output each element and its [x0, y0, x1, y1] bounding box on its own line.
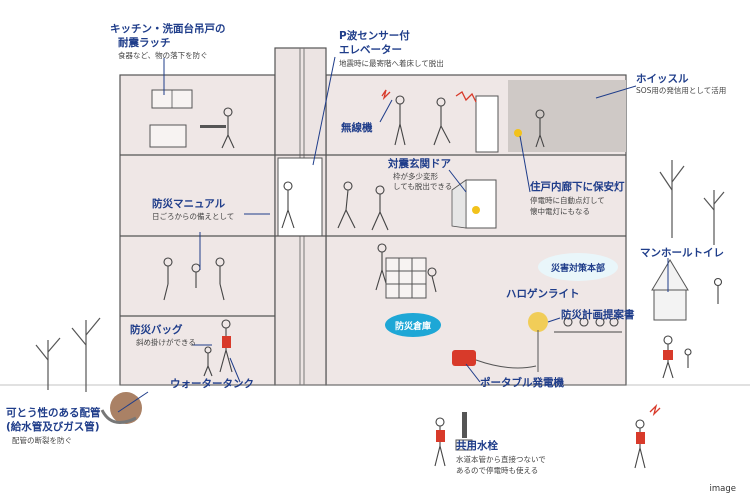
elevator-title-line2: エレベーター: [339, 44, 402, 56]
plan-title: 防災計画提案書: [561, 309, 635, 321]
corridor-light-note-line2: 懐中電灯にもなる: [530, 207, 590, 216]
seismic-door-title: 対震玄関ドア: [388, 158, 451, 170]
halogen-light-title: ハロゲンライト: [506, 288, 580, 300]
manhole-toilet-title: マンホールトイレ: [640, 247, 724, 259]
security-light-dot: [472, 206, 480, 214]
elevator-car: [277, 157, 323, 237]
hydrant-note-line2: あるので停電時も使える: [456, 466, 539, 475]
seismic-door-frame: [465, 179, 497, 229]
halogen-light-glow: [528, 312, 548, 332]
kitchen-latch-note: 食器など、物の落下を防ぐ: [118, 51, 208, 60]
flexible-pipe: [110, 392, 142, 424]
image-caption: image: [709, 484, 736, 494]
elevator-note: 地震時に最寄階へ着床して脱出: [339, 59, 444, 68]
hydrant-post: [462, 412, 467, 438]
bag-title: 防災バッグ: [130, 324, 183, 336]
manhole-toilet-tent: [651, 259, 689, 291]
dark-room: [508, 80, 626, 152]
storage-badge: 防災倉庫: [385, 313, 441, 337]
elevator-title-line1: P波センサー付: [339, 30, 410, 42]
whistle-note: SOS用の発信用として活用: [636, 86, 727, 95]
manual-note: 日ごろからの備えとして: [152, 212, 235, 221]
portable-generator: [452, 350, 476, 366]
hydrant-note-line1: 水道本管から直接つないで: [456, 455, 546, 464]
disaster-hq-label: 災害対策本部: [550, 263, 605, 274]
seismic-door-note-line1: 枠が多少変形: [393, 172, 438, 181]
kitchen-latch-title-line2: 耐震ラッチ: [118, 37, 171, 49]
storage-label: 防災倉庫: [394, 321, 431, 332]
corridor-light-note-line1: 停電時に自動点灯して: [530, 196, 605, 205]
pipes-title-line1: 可とう性のある配管: [6, 407, 101, 419]
entrance-door-frame: [475, 95, 499, 153]
pipes-note: 配管の断裂を防ぐ: [12, 436, 72, 445]
water-tank-title: ウォータータンク: [170, 378, 254, 390]
kitchen-latch-title-line1: キッチン・洗面台吊戸の: [110, 23, 226, 35]
seismic-door-note-line2: しても脱出できる: [393, 182, 453, 191]
hydrant-title: 共用水栓: [456, 440, 498, 452]
corridor-light-title: 住戸内廊下に保安灯: [530, 181, 625, 193]
generator-title: ポータブル発電機: [480, 377, 564, 389]
radio-title: 無線機: [341, 122, 373, 134]
bag-note: 斜め掛けができる: [136, 338, 196, 347]
pipes-title-line2: (給水管及びガス管): [6, 421, 100, 433]
manual-title: 防災マニュアル: [152, 198, 226, 210]
disaster-hq-badge: 災害対策本部: [538, 253, 618, 281]
whistle-title: ホイッスル: [636, 73, 689, 85]
building-left-wing: [119, 74, 276, 386]
corridor-light-dot: [514, 129, 522, 137]
